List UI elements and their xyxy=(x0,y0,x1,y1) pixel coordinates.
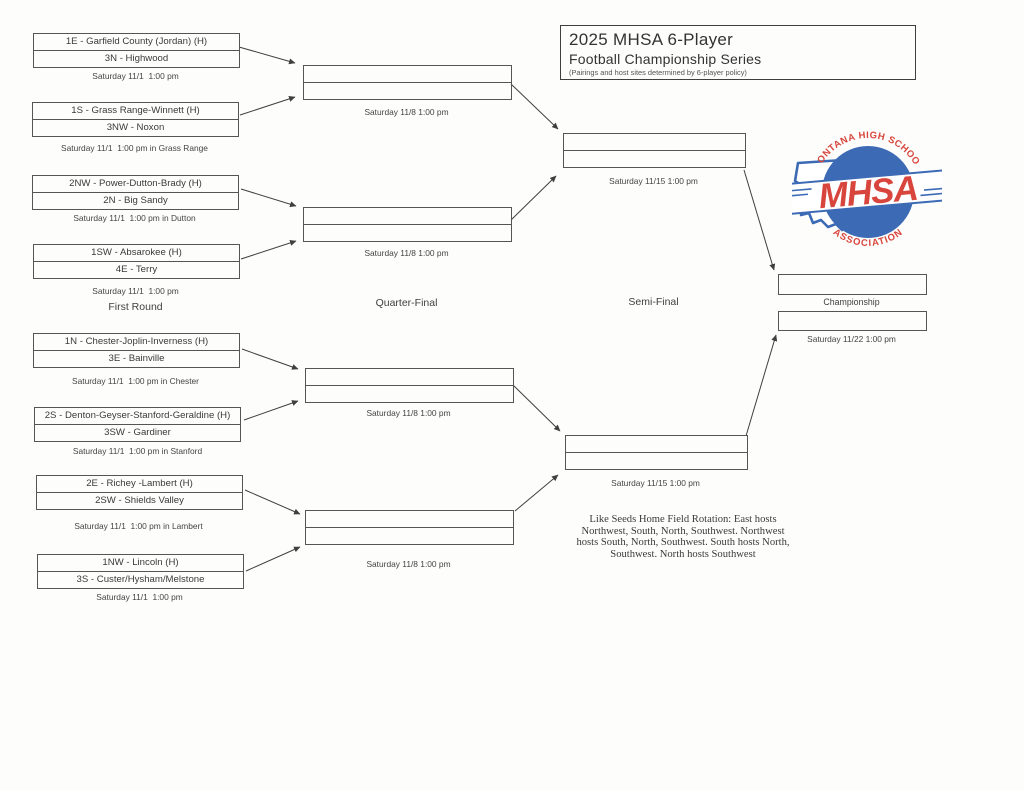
team-bottom: 3S - Custer/Hysham/Melstone xyxy=(38,571,243,588)
title-box: 2025 MHSA 6-Player Football Championship… xyxy=(560,25,916,80)
mhsa-logo: MHSA MONTANA HIGH SCHOOL ASSOCIATION xyxy=(792,129,942,249)
game-datetime: Saturday 11/22 1:00 pm xyxy=(807,334,896,344)
championship-finalist-slot-top xyxy=(778,274,927,295)
note-line: Northwest, South, North, Southwest. Nort… xyxy=(581,525,785,537)
game-datetime: Saturday 11/8 1:00 pm xyxy=(364,107,449,117)
first-round-matchup-4: 1SW - Absarokee (H) 4E - Terry xyxy=(33,244,240,279)
game-datetime: Saturday 11/1 1:00 pm xyxy=(96,592,183,602)
quarter-final-game-1 xyxy=(303,65,512,100)
first-round-matchup-8: 1NW - Lincoln (H) 3S - Custer/Hysham/Mel… xyxy=(37,554,244,589)
first-round-matchup-5: 1N - Chester-Joplin-Inverness (H) 3E - B… xyxy=(33,333,240,368)
page-title: 2025 MHSA 6-Player xyxy=(569,30,734,49)
game-datetime: Saturday 11/1 1:00 pm in Lambert xyxy=(74,521,203,531)
team-bottom: 4E - Terry xyxy=(34,261,239,278)
team-top: 1NW - Lincoln (H) xyxy=(102,557,179,568)
game-datetime: Saturday 11/8 1:00 pm xyxy=(366,559,451,569)
semi-final-game-2 xyxy=(565,435,748,470)
team-bottom: 3NW - Noxon xyxy=(33,119,238,136)
team-top: 1SW - Absarokee (H) xyxy=(91,247,182,258)
game-datetime: Saturday 11/1 1:00 pm xyxy=(92,286,179,296)
note-line: hosts South, North, Southwest. South hos… xyxy=(576,537,790,549)
home-field-rotation-note: Like Seeds Home Field Rotation: East hos… xyxy=(560,514,806,561)
winner-slot-top xyxy=(304,66,511,82)
round-label-quarter-final: Quarter-Final xyxy=(375,297,438,309)
game-datetime: Saturday 11/1 1:00 pm in Chester xyxy=(72,376,199,386)
team-bottom: 3N - Highwood xyxy=(34,50,239,67)
team-bottom: 2N - Big Sandy xyxy=(33,192,238,209)
team-top: 2E - Richey -Lambert (H) xyxy=(86,478,193,489)
first-round-matchup-3: 2NW - Power-Dutton-Brady (H) 2N - Big Sa… xyxy=(32,175,239,210)
winner-slot-top xyxy=(304,208,511,224)
quarter-final-game-4 xyxy=(305,510,514,545)
team-bottom: 3SW - Gardiner xyxy=(35,424,240,441)
first-round-matchup-2: 1S - Grass Range-Winnett (H) 3NW - Noxon xyxy=(32,102,239,137)
page-subtitle: Football Championship Series xyxy=(569,51,762,67)
team-bottom: 3E - Bainville xyxy=(34,350,239,367)
game-datetime: Saturday 11/15 1:00 pm xyxy=(609,176,698,186)
logo-monogram: MHSA xyxy=(817,169,919,216)
semi-final-game-1 xyxy=(563,133,746,168)
winner-slot-bottom xyxy=(304,224,511,241)
winner-slot-bottom xyxy=(306,385,513,402)
winner-slot-bottom xyxy=(304,82,511,99)
title-policy-note: (Pairings and host sites determined by 6… xyxy=(569,68,747,77)
team-top: 1S - Grass Range-Winnett (H) xyxy=(71,105,200,116)
championship-finalist-slot-bottom xyxy=(778,311,927,331)
round-label-first-round: First Round xyxy=(108,301,163,313)
winner-slot-bottom xyxy=(566,452,747,469)
logo-band: MHSA xyxy=(792,168,942,216)
game-datetime: Saturday 11/8 1:00 pm xyxy=(364,248,449,258)
team-bottom: 2SW - Shields Valley xyxy=(37,492,242,509)
round-label-championship: Championship xyxy=(823,297,880,307)
winner-slot-bottom xyxy=(564,150,745,167)
team-top: 2S - Denton-Geyser-Stanford-Geraldine (H… xyxy=(44,410,231,421)
team-top: 1N - Chester-Joplin-Inverness (H) xyxy=(64,336,209,347)
note-line: Southwest. North hosts Southwest xyxy=(610,549,756,561)
first-round-matchup-1: 1E - Garfield County (Jordan) (H) 3N - H… xyxy=(33,33,240,68)
quarter-final-game-2 xyxy=(303,207,512,242)
team-top: 1E - Garfield County (Jordan) (H) xyxy=(65,36,208,47)
game-datetime: Saturday 11/1 1:00 pm in Dutton xyxy=(73,213,196,223)
winner-slot-top xyxy=(566,436,747,452)
game-datetime: Saturday 11/1 1:00 pm in Grass Range xyxy=(61,143,208,153)
note-line: Like Seeds Home Field Rotation: East hos… xyxy=(589,514,777,525)
winner-slot-bottom xyxy=(306,527,513,544)
winner-slot-top xyxy=(306,369,513,385)
game-datetime: Saturday 11/8 1:00 pm xyxy=(366,408,451,418)
game-datetime: Saturday 11/15 1:00 pm xyxy=(611,478,700,488)
team-top: 2NW - Power-Dutton-Brady (H) xyxy=(69,178,202,189)
first-round-matchup-7: 2E - Richey -Lambert (H) 2SW - Shields V… xyxy=(36,475,243,510)
game-datetime: Saturday 11/1 1:00 pm in Stanford xyxy=(72,446,203,456)
round-label-semi-final: Semi-Final xyxy=(628,296,679,308)
quarter-final-game-3 xyxy=(305,368,514,403)
game-datetime: Saturday 11/1 1:00 pm xyxy=(92,71,179,81)
winner-slot-top xyxy=(306,511,513,527)
winner-slot-top xyxy=(564,134,745,150)
first-round-matchup-6: 2S - Denton-Geyser-Stanford-Geraldine (H… xyxy=(34,407,241,442)
